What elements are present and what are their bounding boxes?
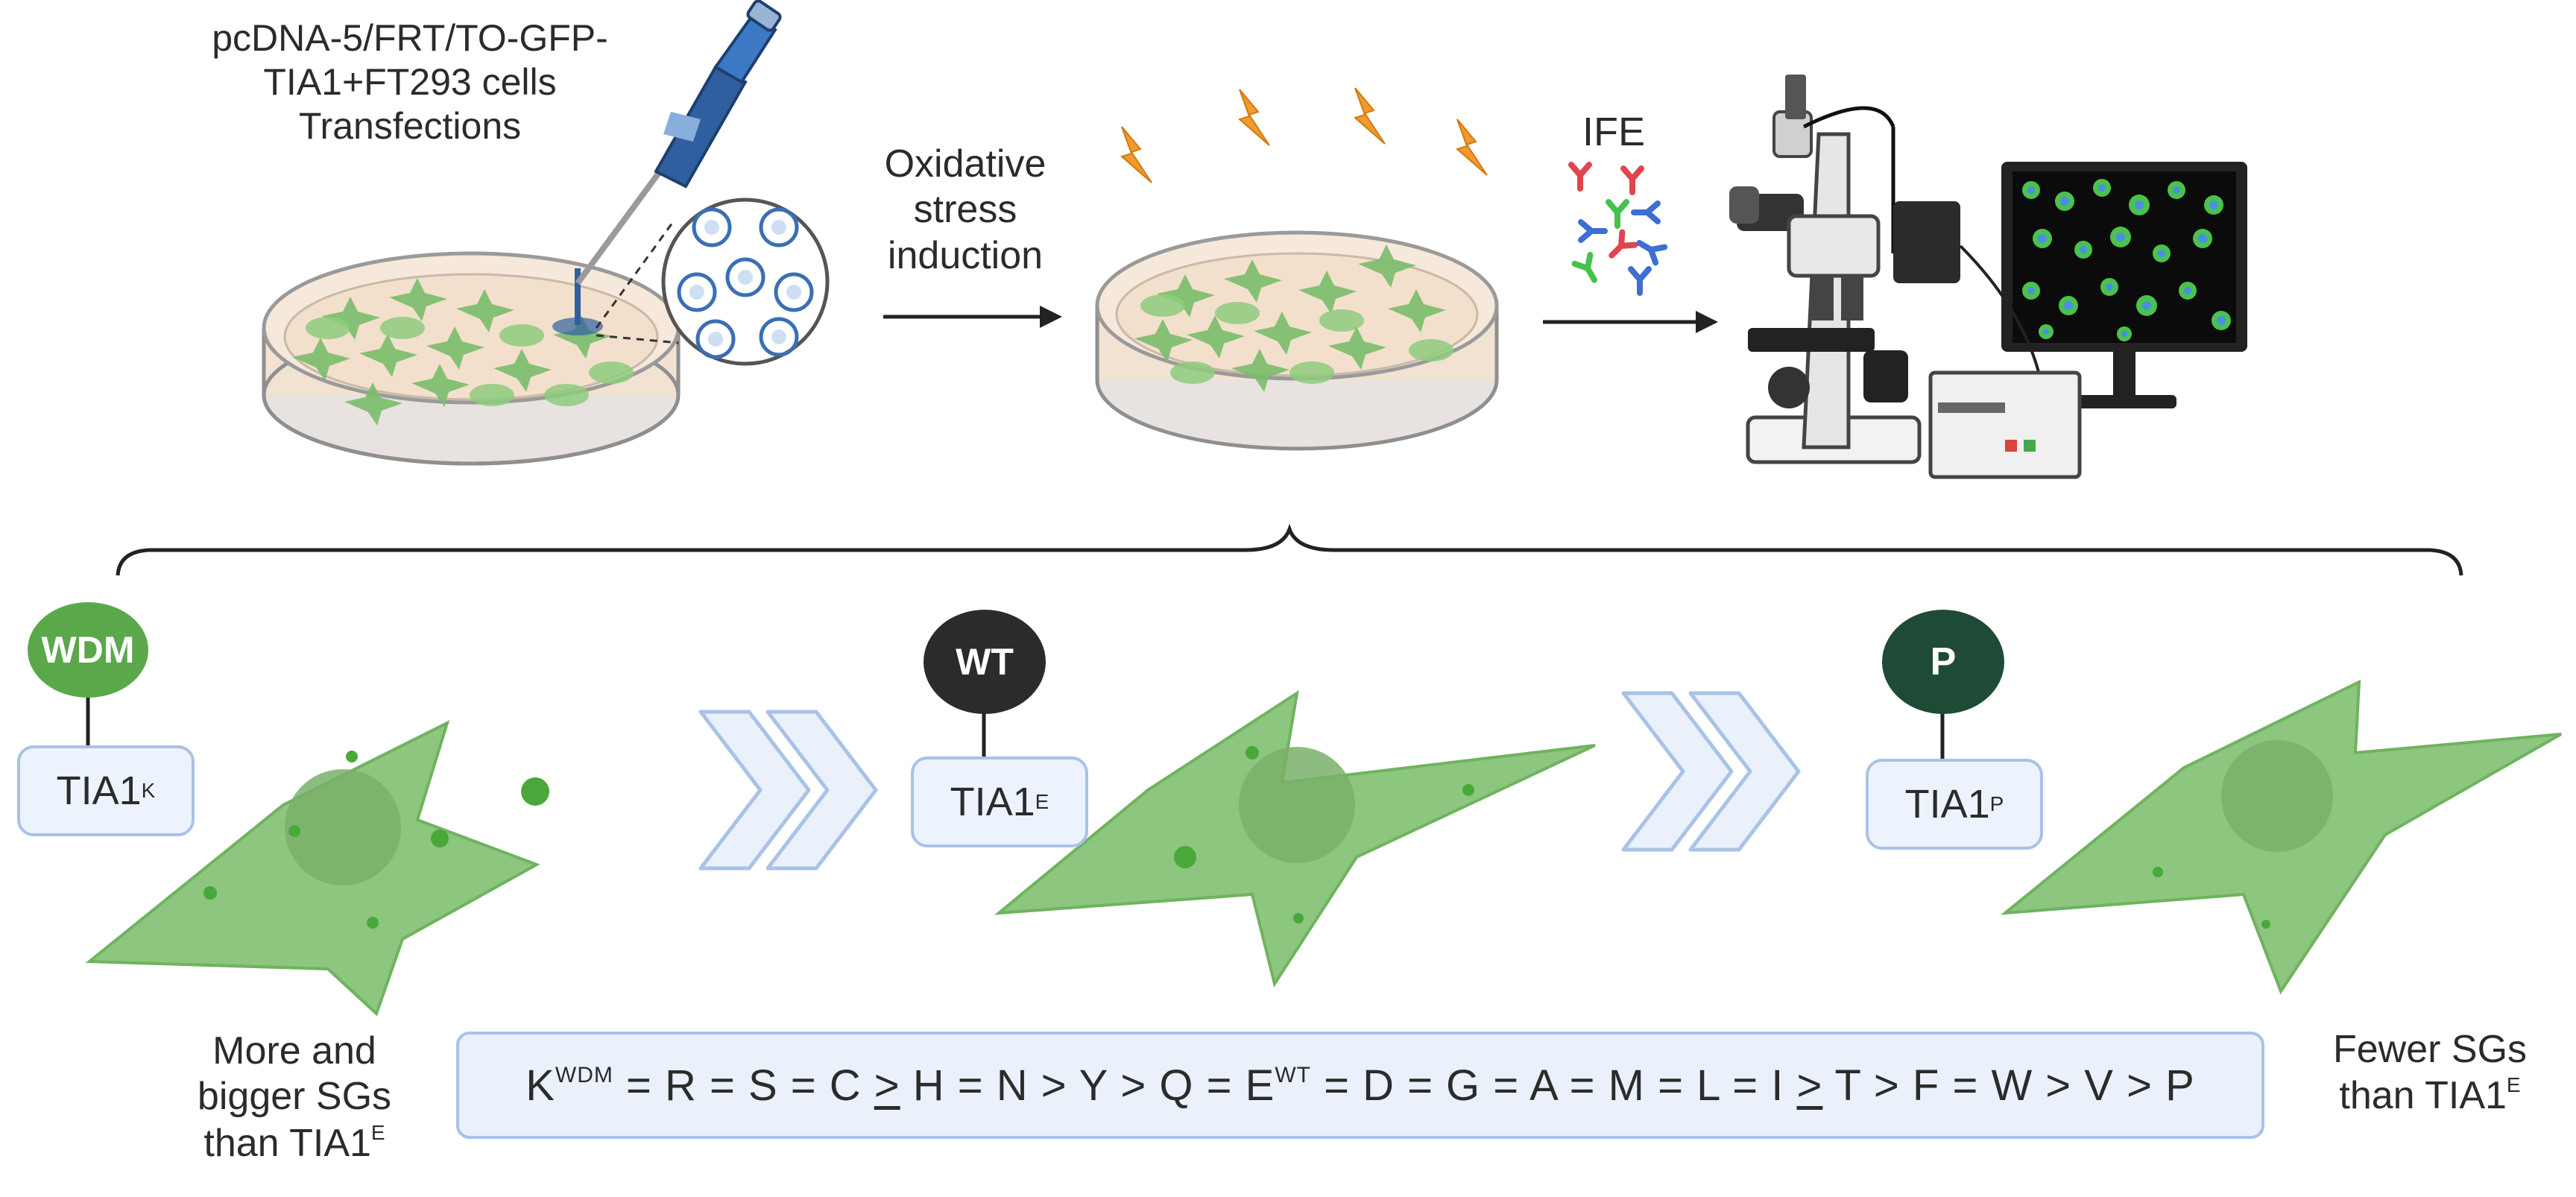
stress-line-1: Oxidative [884,142,1046,186]
arrow-to-microscope [1543,311,1718,333]
variant-box-tia1k-sup: K [141,779,156,802]
badge-p-label: P [1930,640,1957,683]
chevron-arrows-2 [1621,691,1801,852]
transfection-line-1: pcDNA-5/FRT/TO-GFP- [212,17,608,59]
stress-granule [1174,846,1196,868]
pipette-icon [575,0,782,285]
lightning-icon [1455,119,1488,176]
droplet-icon [552,318,603,335]
ife-label: IFE [1582,110,1645,154]
left-caption: More and bigger SGs than TIA1E [160,1029,429,1166]
stress-line-2: stress [913,188,1017,232]
cell-tia1k [85,720,549,1017]
variant-box-tia1p-base: TIA1 [1904,782,1990,827]
stress-granule [1246,746,1259,759]
right-caption: Fewer SGs than TIA1E [2288,1027,2572,1119]
ranking-box: KWDM = R = S = C > H = N > Y > Q = EWT =… [456,1032,2264,1139]
stress-granule [521,777,549,806]
chevron-right-icon [1688,691,1801,852]
arrow-to-stress [883,306,1062,328]
badge-wt-label: WT [956,641,1014,683]
lightning-icon [1237,89,1270,146]
chevron-arrows-1 [698,710,878,871]
cell-tia1e [994,689,1596,988]
left-caption-line-2: bigger SGs [197,1075,392,1119]
badge-wdm: WDM [28,602,148,698]
antibody-icons [1568,162,1668,296]
transfection-zoom-icon [595,198,830,366]
nucleus [1239,747,1355,863]
variant-box-tia1k-base: TIA1 [56,768,142,813]
grouping-brace [116,523,2463,576]
stress-granule [203,886,217,900]
chevron-right-icon [765,710,878,871]
petri-dish-stressed [1095,230,1499,451]
monitor-icon [1928,162,2247,479]
right-caption-line-2: than TIA1E [2339,1073,2521,1118]
right-caption-line-1: Fewer SGs [2332,1028,2528,1071]
badge-p: P [1882,610,2004,714]
left-caption-line-1: More and [212,1029,376,1073]
microscope-icon [1729,75,1960,464]
lightning-icon [1120,126,1152,183]
fluorescence-image [2022,179,2231,341]
lightning-icon [1353,87,1386,145]
variant-box-tia1p-sup: P [1989,792,2004,815]
nucleus [285,769,401,885]
badge-wdm-label: WDM [41,629,135,671]
petri-dish-transfection [262,251,681,466]
transfection-line-2: TIA1+FT293 cells [263,61,557,103]
stress-granule [367,917,379,929]
cell-tia1p [2000,679,2562,995]
badge-wt: WT [924,610,1046,714]
stress-granule [346,751,358,762]
stress-granule [2261,920,2270,929]
stress-granule [288,825,300,837]
transfection-line-3: Transfections [298,105,522,147]
stress-granule [1293,913,1304,923]
variant-box-tia1e-base: TIA1 [950,780,1035,824]
chevron-right-icon [1621,691,1734,852]
chevron-right-icon [698,710,811,871]
left-caption-line-3: than TIA1E [203,1120,385,1165]
oxidative-stress-bolts [1120,87,1488,183]
ranking-sequence: KWDM = R = S = C > H = N > Y > Q = EWT =… [525,1061,2195,1110]
nucleus [2221,740,2333,852]
stress-granule [2153,867,2163,877]
stress-induction-label: Oxidative stress induction [857,142,1073,279]
stress-granule [1462,784,1474,796]
variant-box-tia1e-sup: E [1035,790,1049,813]
stress-granule [431,830,449,847]
stress-line-3: induction [887,233,1044,277]
transfection-label: pcDNA-5/FRT/TO-GFP- TIA1+FT293 cells Tra… [201,16,619,148]
